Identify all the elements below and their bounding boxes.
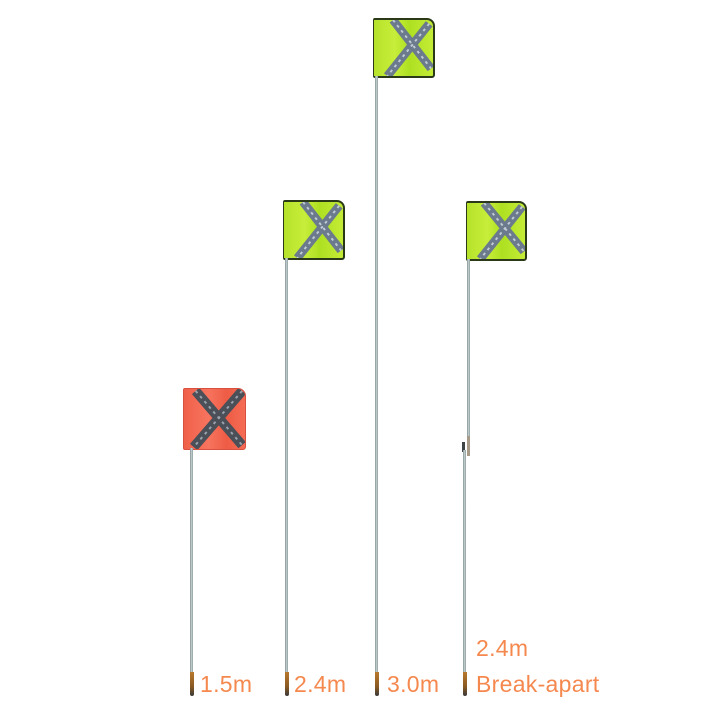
- reflective-x-stripe-icon: [476, 203, 525, 259]
- break-apart-label: Break-apart: [476, 671, 600, 697]
- pole-tip-break-apart: [463, 672, 467, 696]
- break-apart-collar: [462, 442, 465, 452]
- lime-flag-3-0m: [373, 18, 435, 78]
- lime-flag-2-4m: [283, 200, 345, 260]
- pole-3-0m: [375, 76, 378, 676]
- height-label-1-5m: 1.5m: [200, 671, 253, 697]
- height-label-2-4m-break-apart: 2.4m: [476, 635, 529, 661]
- height-label-2-4m: 2.4m: [294, 671, 347, 697]
- pole-1-5m: [190, 448, 193, 676]
- pole-tip-3-0m: [375, 672, 379, 696]
- pole-tip-1-5m: [190, 672, 194, 696]
- lime-flag-2-4m-break-apart: [466, 201, 527, 261]
- reflective-x-stripe-icon: [190, 389, 245, 449]
- reflective-x-stripe-icon: [293, 202, 343, 258]
- height-label-3-0m: 3.0m: [387, 671, 440, 697]
- pole-tip-2-4m: [285, 672, 289, 696]
- pole-lower-break-apart: [463, 450, 466, 676]
- red-flag-1-5m: [183, 388, 246, 450]
- pole-upper-break-apart: [467, 259, 470, 455]
- pole-2-4m: [285, 258, 288, 676]
- break-apart-joint: [467, 436, 470, 456]
- reflective-x-stripe-icon: [383, 20, 433, 76]
